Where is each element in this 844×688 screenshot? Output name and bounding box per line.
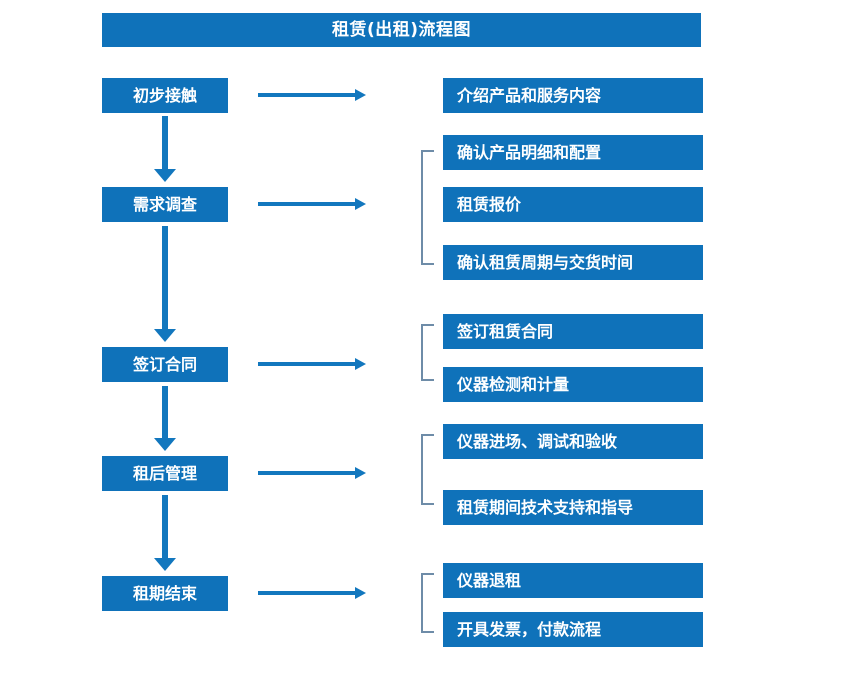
- detail-box-lease-quotation[interactable]: 租赁报价: [443, 187, 703, 222]
- stage-label: 初步接触: [132, 85, 197, 105]
- down-arrow-icon: [154, 116, 176, 182]
- stage-box-sign-contract[interactable]: 签订合同: [102, 347, 228, 382]
- group-bracket-post-lease-management: [421, 434, 434, 505]
- detail-label: 租赁期间技术支持和指导: [457, 497, 634, 517]
- stage-label: 签订合同: [132, 354, 197, 374]
- right-arrow-icon: [258, 198, 366, 210]
- diagram-title-bar: 租赁(出租)流程图: [102, 13, 701, 47]
- down-arrow-icon: [154, 495, 176, 571]
- detail-box-invoice-payment[interactable]: 开具发票，付款流程: [443, 612, 703, 647]
- detail-box-instrument-return[interactable]: 仪器退租: [443, 563, 703, 598]
- group-bracket-requirement-survey: [421, 150, 434, 265]
- detail-box-sign-lease-contract[interactable]: 签订租赁合同: [443, 314, 703, 349]
- detail-label: 确认租赁周期与交货时间: [457, 252, 634, 272]
- detail-box-instrument-inspection[interactable]: 仪器检测和计量: [443, 367, 703, 402]
- detail-label: 确认产品明细和配置: [457, 142, 602, 162]
- detail-label: 仪器退租: [457, 570, 522, 590]
- page-title: 租赁(出租)流程图: [331, 19, 472, 40]
- stage-label: 租期结束: [132, 583, 197, 603]
- detail-label: 介绍产品和服务内容: [457, 85, 602, 105]
- down-arrow-icon: [154, 226, 176, 342]
- detail-label: 仪器检测和计量: [457, 374, 570, 394]
- detail-box-confirm-lease-period[interactable]: 确认租赁周期与交货时间: [443, 245, 703, 280]
- group-bracket-lease-end: [421, 573, 434, 633]
- down-arrow-icon: [154, 386, 176, 451]
- detail-box-confirm-product-spec[interactable]: 确认产品明细和配置: [443, 135, 703, 170]
- right-arrow-icon: [258, 467, 366, 479]
- stage-box-requirement-survey[interactable]: 需求调查: [102, 187, 228, 222]
- stage-label: 需求调查: [132, 194, 197, 214]
- detail-box-instrument-entry-commissioning[interactable]: 仪器进场、调试和验收: [443, 424, 703, 459]
- stage-box-lease-end[interactable]: 租期结束: [102, 576, 228, 611]
- right-arrow-icon: [258, 89, 366, 101]
- detail-box-introduce-products[interactable]: 介绍产品和服务内容: [443, 78, 703, 113]
- stage-box-initial-contact[interactable]: 初步接触: [102, 78, 228, 113]
- stage-label: 租后管理: [132, 463, 197, 483]
- detail-label: 租赁报价: [457, 194, 522, 214]
- right-arrow-icon: [258, 587, 366, 599]
- detail-label: 仪器进场、调试和验收: [457, 431, 618, 451]
- detail-box-technical-support[interactable]: 租赁期间技术支持和指导: [443, 490, 703, 525]
- detail-label: 签订租赁合同: [457, 321, 554, 341]
- right-arrow-icon: [258, 358, 366, 370]
- detail-label: 开具发票，付款流程: [457, 619, 602, 639]
- group-bracket-sign-contract: [421, 324, 434, 381]
- stage-box-post-lease-management[interactable]: 租后管理: [102, 456, 228, 491]
